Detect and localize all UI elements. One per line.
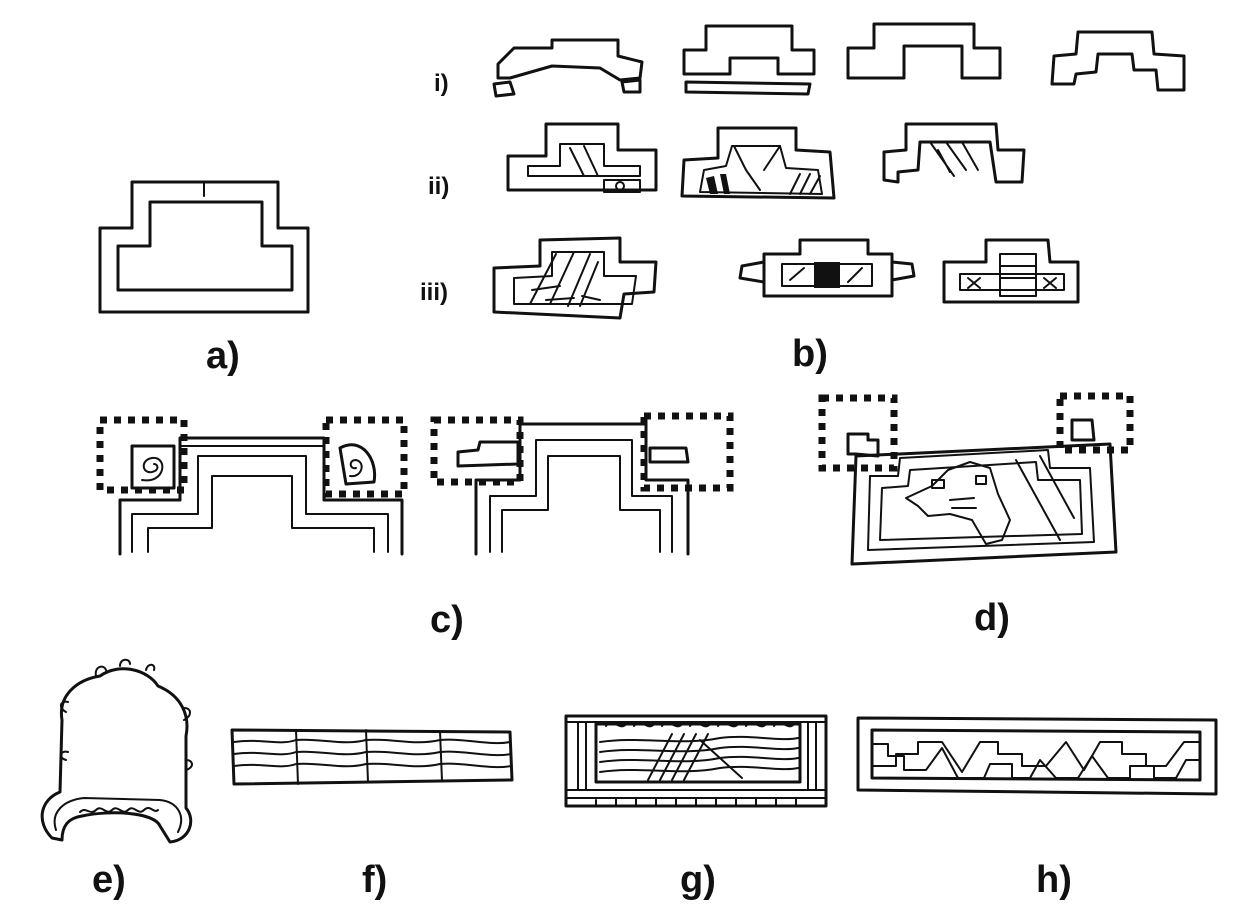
panel-c-left-motif	[96, 416, 408, 556]
row-i-label: i)	[434, 70, 449, 97]
panel-e-motif	[40, 658, 193, 844]
row-ii-motif-1	[506, 122, 658, 193]
panel-c-left-corner-box	[96, 416, 188, 494]
row-iii-motif-3	[942, 238, 1080, 304]
panel-c-label: c)	[430, 599, 464, 641]
row-i-motif-2	[682, 24, 816, 96]
row-i-motif-3	[846, 22, 1002, 80]
panel-d-right-corner-box	[1056, 392, 1134, 454]
panel-e-label: e)	[92, 859, 126, 901]
panel-f-label: f)	[362, 859, 387, 901]
panel-c-right-corner-box	[322, 416, 408, 498]
panel-c-right-corner-box-2	[640, 412, 734, 492]
panel-d-label: d)	[974, 597, 1010, 639]
panel-d-motif	[818, 392, 1134, 566]
panel-b-label: b)	[792, 333, 828, 375]
panel-g-motif	[564, 714, 828, 808]
row-ii-motif-3	[882, 122, 1026, 184]
row-i-motif-4	[1050, 30, 1186, 92]
panel-c-right-motif	[430, 412, 734, 556]
panel-h-label: h)	[1036, 859, 1072, 901]
panel-a-motif	[98, 180, 310, 314]
panel-h-motif	[856, 716, 1218, 796]
panel-c-left-corner-box-2	[430, 416, 524, 486]
row-ii-motif-2	[680, 126, 836, 200]
row-iii-label: iii)	[420, 279, 448, 306]
row-iii-motif-2	[738, 238, 916, 298]
row-iii-motif-1	[492, 236, 658, 320]
panel-a-label: a)	[206, 335, 240, 377]
panel-f-motif	[230, 728, 514, 786]
row-ii-label: ii)	[428, 173, 449, 200]
panel-g-label: g)	[680, 859, 716, 901]
row-i-motif-1	[492, 38, 644, 98]
